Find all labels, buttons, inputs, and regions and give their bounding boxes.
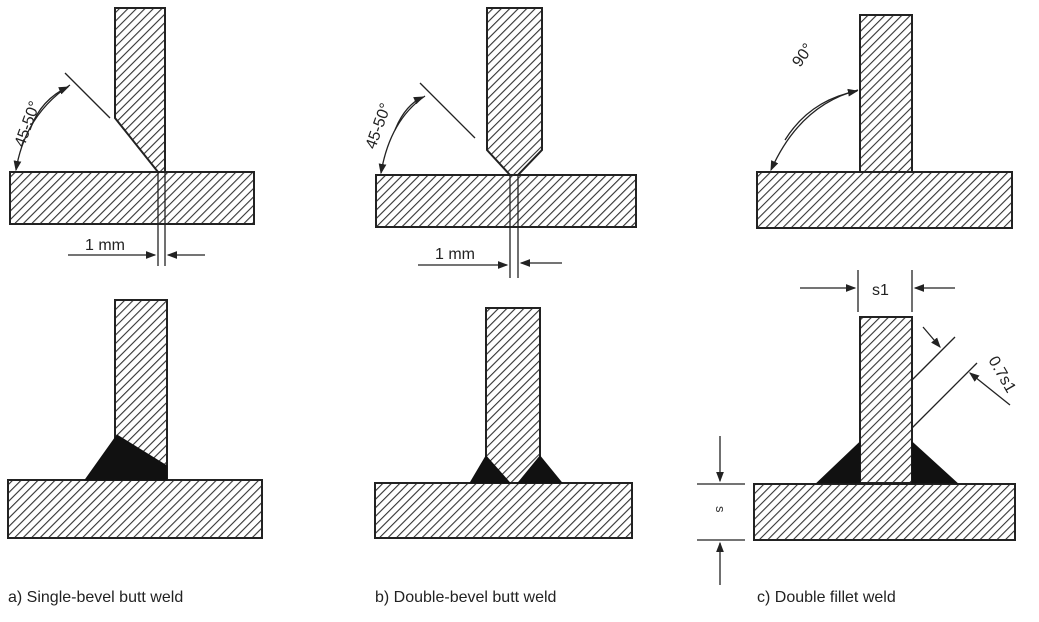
c-top-base-plate <box>756 171 1013 229</box>
b-weld-right <box>516 455 564 484</box>
caption-single-bevel: a) Single-bevel butt weld <box>8 589 184 606</box>
b-top-vertical-plate <box>486 7 543 176</box>
a-single-bevel-weld <box>84 434 168 481</box>
b-bottom-base-plate <box>374 482 633 539</box>
a-top-vertical-plate <box>114 7 166 173</box>
thickness-label-s1: s1 <box>872 282 889 299</box>
b-top-base-plate <box>375 174 637 228</box>
c-top-vertical-plate <box>859 14 913 173</box>
caption-double-fillet: c) Double fillet weld <box>757 589 896 606</box>
b-bottom-vertical-plate <box>485 307 541 484</box>
c-bottom-base-plate <box>753 483 1016 541</box>
b-weld-left <box>469 455 512 484</box>
gap-label-a: 1 mm <box>85 237 125 254</box>
caption-double-bevel: b) Double-bevel butt weld <box>375 589 557 606</box>
throat-label: 0.7s1 <box>985 354 1019 396</box>
c-bottom-vertical-plate <box>859 316 913 484</box>
base-thickness-label: s <box>713 506 728 513</box>
a-top-base-plate <box>9 171 255 225</box>
c-fillet-left <box>815 440 861 484</box>
angle-label-c: 90° <box>789 41 817 71</box>
c-fillet-right <box>911 440 959 484</box>
angle-label-a: 45-50° <box>12 99 44 149</box>
a-bottom-base-plate <box>7 479 263 539</box>
gap-label-b: 1 mm <box>435 246 475 263</box>
angle-label-b: 45-50° <box>363 101 395 151</box>
